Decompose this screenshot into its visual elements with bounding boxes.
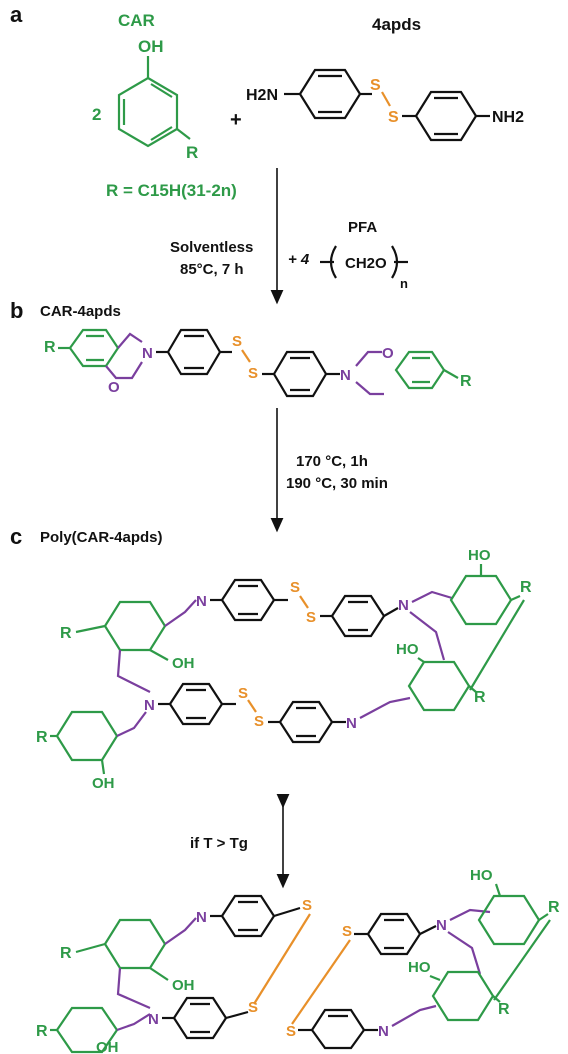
svg-text:S: S: [248, 365, 258, 382]
svg-text:S: S: [290, 579, 300, 596]
svg-text:N: N: [196, 593, 207, 610]
svg-text:R: R: [36, 729, 48, 746]
step1-conditions-line2: 85°C, 7 h: [180, 261, 244, 278]
panel-label-c: c: [10, 524, 22, 549]
svg-text:R: R: [548, 899, 560, 916]
panel-label-b: b: [10, 298, 23, 323]
polymer-network-exchanged: R OH N S S N HO R N S: [36, 867, 560, 1054]
car-benzene-ring: [117, 76, 179, 148]
svg-text:N: N: [142, 345, 153, 362]
svg-text:N: N: [436, 917, 447, 934]
svg-text:R: R: [60, 945, 72, 962]
svg-text:N: N: [398, 597, 409, 614]
svg-text:N: N: [378, 1023, 389, 1040]
svg-text:HO: HO: [408, 959, 431, 976]
car-oh-label: OH: [138, 37, 164, 56]
svg-text:OH: OH: [92, 775, 115, 792]
svg-text:O: O: [382, 345, 394, 362]
apds-s2: S: [388, 109, 399, 126]
svg-text:O: O: [108, 379, 120, 396]
svg-text:N: N: [148, 1011, 159, 1028]
svg-text:R: R: [498, 1001, 510, 1018]
svg-text:N: N: [346, 715, 357, 732]
step1-conditions-line1: Solventless: [170, 239, 253, 256]
panel-label-a: a: [10, 2, 23, 27]
svg-text:S: S: [238, 685, 248, 702]
svg-text:HO: HO: [396, 641, 419, 658]
svg-text:R: R: [36, 1023, 48, 1040]
svg-text:HO: HO: [468, 547, 491, 564]
plus-sign: +: [230, 109, 242, 131]
svg-text:OH: OH: [96, 1039, 119, 1054]
step2-conditions-line2: 190 °C, 30 min: [286, 475, 388, 492]
pfa-name: PFA: [348, 219, 377, 236]
svg-text:S: S: [248, 999, 258, 1016]
car-r-bond: [176, 128, 191, 140]
svg-text:S: S: [254, 713, 264, 730]
pfa-n: n: [400, 276, 408, 291]
svg-text:R: R: [460, 373, 472, 390]
apds-ring-left: [298, 68, 362, 120]
polymer-network-intact: R OH N S S N HO R N S: [36, 547, 532, 792]
svg-text:R: R: [60, 625, 72, 642]
svg-text:R: R: [44, 339, 56, 356]
car-r-label: R: [186, 143, 198, 162]
monomer-name: CAR-4apds: [40, 303, 121, 320]
equilibrium-condition: if T > Tg: [190, 835, 248, 852]
step2-conditions-line1: 170 °C, 1h: [296, 453, 368, 470]
pfa-coefficient: + 4: [288, 251, 310, 268]
apds-nh2: NH2: [492, 109, 524, 126]
svg-text:N: N: [196, 909, 207, 926]
svg-text:HO: HO: [470, 867, 493, 884]
svg-text:N: N: [144, 697, 155, 714]
pfa-formula: CH2O: [345, 255, 387, 272]
svg-text:S: S: [306, 609, 316, 626]
svg-text:S: S: [232, 333, 242, 350]
svg-text:R: R: [474, 689, 486, 706]
car-coefficient: 2: [92, 105, 101, 124]
svg-text:OH: OH: [172, 977, 195, 994]
apds-s1: S: [370, 77, 381, 94]
car-r-definition: R = C15H(31-2n): [106, 181, 237, 200]
monomer-structure: R O N S S N O R: [44, 328, 472, 398]
polymer-name: Poly(CAR-4apds): [40, 529, 163, 546]
svg-text:N: N: [340, 367, 351, 384]
apds-name: 4apds: [372, 15, 421, 34]
svg-text:S: S: [302, 897, 312, 914]
apds-ring-right: [414, 90, 478, 142]
car-name: CAR: [118, 11, 155, 30]
svg-text:R: R: [520, 579, 532, 596]
svg-text:S: S: [286, 1023, 296, 1040]
svg-text:S: S: [342, 923, 352, 940]
svg-text:OH: OH: [172, 655, 195, 672]
apds-h2n: H2N: [246, 87, 278, 104]
